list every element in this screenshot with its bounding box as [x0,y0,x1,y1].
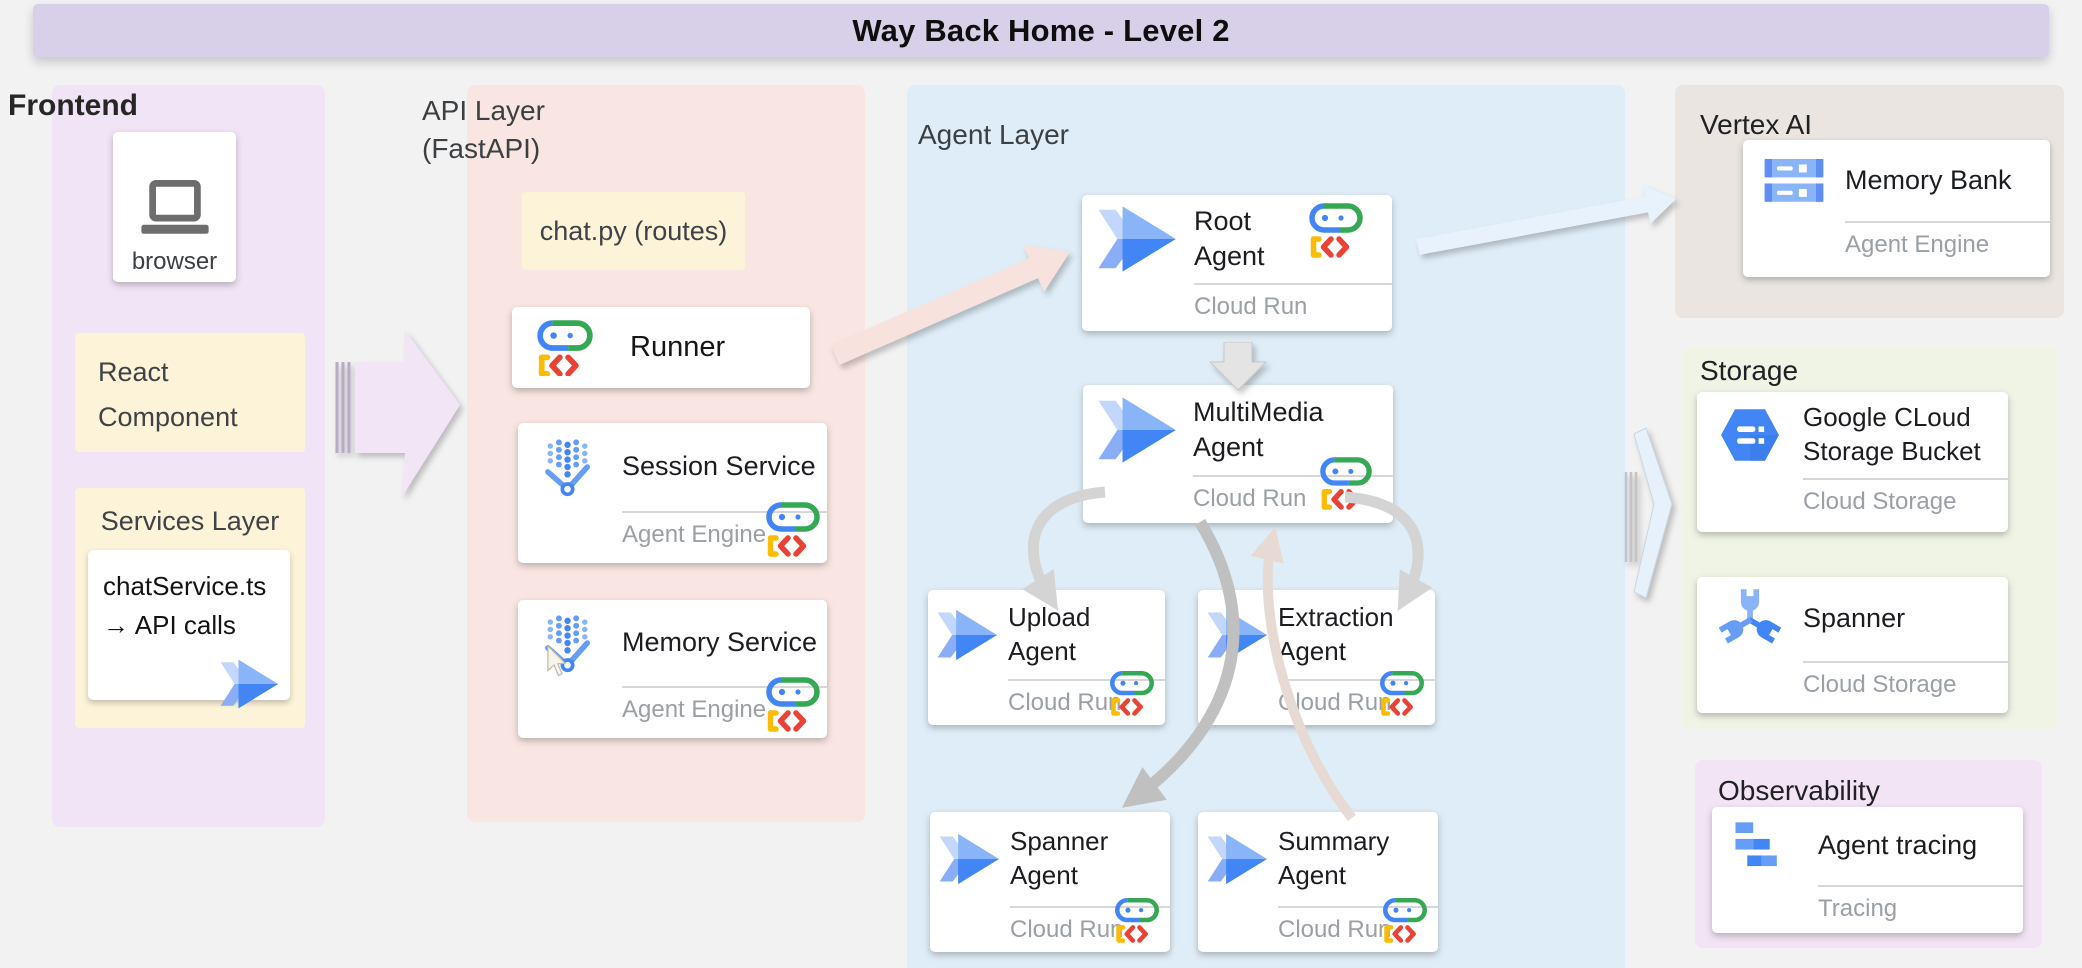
summary-agent-subtitle: Cloud Run [1278,916,1392,943]
summary-agent-node: Summary Agent Cloud Run [1198,812,1438,952]
adk-icon [1308,201,1364,259]
spanner-subtitle: Cloud Storage [1803,671,1957,698]
chat-py-label: chat.py (routes) [539,215,728,246]
adk-icon [1114,896,1160,944]
agent-to-storage-arrow [1624,427,1673,599]
api-label-line1: API Layer [422,95,545,126]
api-label-line2: (FastAPI) [422,132,541,164]
spanner-agent-node: Spanner Agent Cloud Run [930,812,1170,952]
adk-icon [536,320,594,376]
adk-icon [1379,669,1425,717]
cloud-run-icon [937,831,1003,887]
session-service-title: Session Service [622,451,816,482]
laptop-icon [138,180,212,236]
gcs-line2: Storage Bucket [1803,436,1981,466]
spanner-agent-line1: Spanner [1010,826,1109,857]
agent-tracing-title: Agent tracing [1818,830,1978,861]
memory-bank-icon [1761,155,1827,207]
memory-bank-node: Memory Bank Agent Engine [1743,140,2050,277]
trace-bars-icon [1733,820,1797,872]
agent-layer-label: Agent Layer [918,119,1069,150]
api-layer-label: API Layer (FastAPI) [422,92,545,168]
react-component-node: React Component [75,333,305,452]
cloud-run-icon [218,656,282,712]
memory-service-subtitle: Agent Engine [622,696,767,723]
adk-icon [765,499,821,559]
adk-icon [765,674,821,734]
runner-title: Runner [630,331,726,363]
storage-label: Storage [1700,355,1799,386]
chat-py-routes-node: chat.py (routes) [522,192,745,270]
upload-agent-node: Upload Agent Cloud Run [928,590,1165,725]
react-line1: React [98,357,169,387]
vertex-ai-label: Vertex AI [1700,109,1813,140]
react-line2: Component [98,401,238,432]
multimedia-agent-node: MultiMedia Agent Cloud Run [1083,385,1393,523]
extraction-agent-line2: Agent [1278,635,1346,666]
extraction-agent-node: Extraction Agent Cloud Run [1198,590,1435,725]
multimedia-agent-line2: Agent [1193,432,1264,462]
root-agent-node: Root Agent Cloud Run [1082,195,1392,331]
upload-agent-subtitle: Cloud Run [1008,689,1122,716]
chat-service-file: chatService.ts [103,571,267,601]
spanner-storage-node: Spanner Cloud Storage [1697,577,2008,713]
title-bar: Way Back Home - Level 2 [33,4,2049,57]
services-layer-node: Services Layer chatService.ts → API call… [75,488,305,728]
summary-agent-line1: Summary [1278,826,1390,857]
multimedia-agent-subtitle: Cloud Run [1193,485,1307,512]
upload-agent-line1: Upload [1008,601,1091,632]
observability-label: Observability [1718,775,1880,806]
mouse-cursor-icon [546,646,572,678]
spanner-agent-line2: Agent [1010,860,1078,890]
root-agent-line2: Agent [1194,241,1265,271]
cloud-run-icon [935,607,1001,663]
agent-tracing-subtitle: Tracing [1818,895,1898,922]
multimedia-agent-line1: MultiMedia [1193,396,1324,427]
root-agent-line1: Root [1194,205,1252,236]
spanner-icon [1719,587,1781,651]
frontend-label: Frontend [8,89,138,122]
gcs-subtitle: Cloud Storage [1803,488,1957,515]
browser-node-label: browser [131,248,218,275]
chat-service-action: → API calls [103,610,236,640]
frontend-to-api-arrow [335,330,460,497]
diagram-title: Way Back Home - Level 2 [852,12,1230,48]
spanner-agent-subtitle: Cloud Run [1010,916,1124,943]
spanner-title: Spanner [1803,603,1906,634]
memory-service-node: Memory Service Agent Engine [518,600,827,738]
cloud-run-icon [1095,204,1181,274]
extraction-agent-subtitle: Cloud Run [1278,689,1392,716]
summary-agent-line2: Agent [1278,860,1346,890]
gcs-line1: Google CLoud [1803,402,1971,433]
extraction-agent-line1: Extraction [1278,601,1394,632]
root-agent-subtitle: Cloud Run [1194,293,1308,320]
chat-service-node: chatService.ts → API calls [88,550,290,700]
adk-icon [1382,896,1428,944]
agent-tracing-node: Agent tracing Tracing [1712,807,2023,933]
adk-icon [1319,455,1373,511]
cloud-run-icon [1205,607,1271,663]
runner-node: Runner [512,307,810,388]
agent-engine-icon [538,435,602,499]
adk-icon [1109,669,1155,717]
session-service-node: Session Service Agent Engine [518,423,827,563]
session-service-subtitle: Agent Engine [622,521,767,548]
cloud-run-icon [1205,831,1271,887]
browser-node: browser [113,132,236,282]
memory-bank-subtitle: Agent Engine [1845,231,1990,258]
upload-agent-line2: Agent [1008,635,1076,666]
cloud-run-icon [1095,395,1181,465]
memory-bank-title: Memory Bank [1845,164,2012,195]
services-layer-label: Services Layer [100,506,280,536]
gcs-bucket-node: Google CLoud Storage Bucket Cloud Storag… [1697,392,2008,532]
memory-service-title: Memory Service [622,627,818,658]
cloud-storage-hexagon-icon [1720,408,1780,462]
